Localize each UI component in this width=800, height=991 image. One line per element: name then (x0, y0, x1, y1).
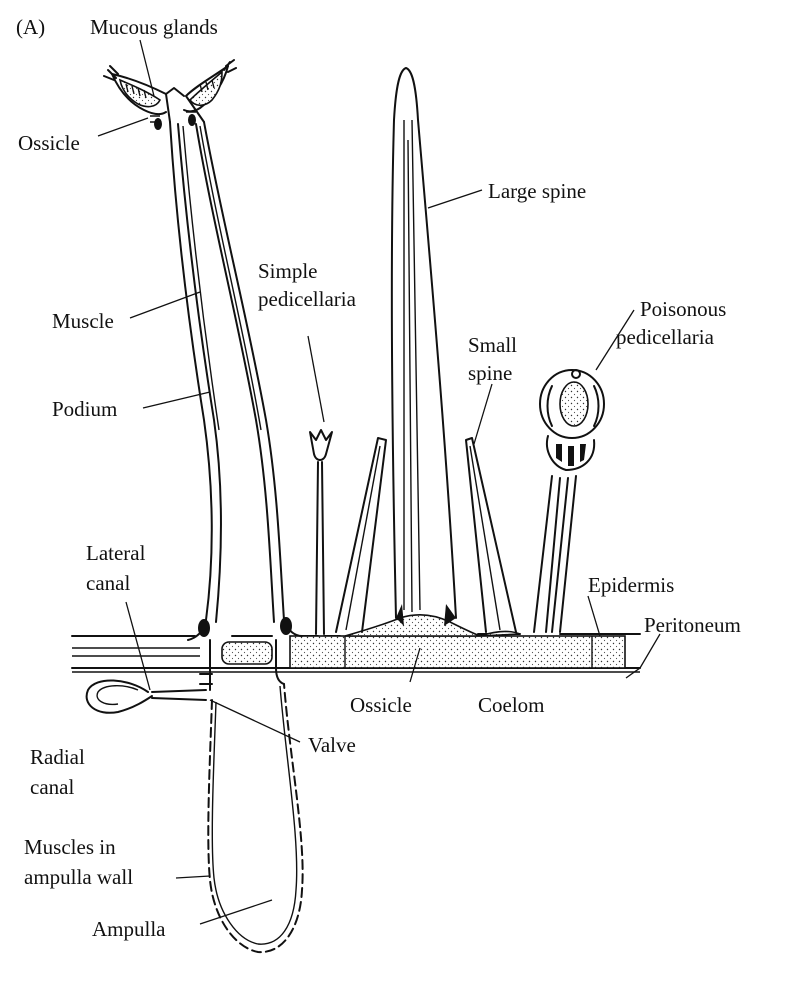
label-muscles-ampulla-1: Muscles in (24, 835, 116, 859)
radial-canal (85, 673, 213, 714)
small-ossicle-plate (221, 641, 273, 665)
poisonous-pedicellaria (533, 369, 605, 633)
label-ossicle-bottom: Ossicle (350, 693, 412, 717)
label-ossicle-top: Ossicle (18, 131, 80, 155)
labels: (A) Mucous glands Ossicle Muscle Podium … (16, 15, 741, 941)
label-podium: Podium (52, 397, 117, 421)
large-spine (390, 67, 457, 626)
label-lateral-canal-1: Lateral (86, 541, 146, 565)
label-mucous-glands: Mucous glands (90, 15, 218, 39)
label-poisonous-pedicellaria-2: pedicellaria (616, 325, 715, 349)
small-spines (335, 437, 517, 633)
label-muscles-ampulla-2: ampulla wall (24, 865, 133, 889)
label-peritoneum: Peritoneum (644, 613, 741, 637)
label-radial-canal-1: Radial (30, 745, 85, 769)
label-epidermis: Epidermis (588, 573, 674, 597)
label-ampulla: Ampulla (92, 917, 166, 941)
label-radial-canal-2: canal (30, 775, 74, 799)
label-simple-pedicellaria-1: Simple (258, 259, 318, 283)
label-valve: Valve (308, 733, 356, 757)
ampulla (207, 683, 304, 954)
label-poisonous-pedicellaria-1: Poisonous (640, 297, 726, 321)
label-coelom: Coelom (478, 693, 545, 717)
label-simple-pedicellaria-2: pedicellaria (258, 287, 357, 311)
label-small-spine-1: Small (468, 333, 517, 357)
body-wall (71, 614, 641, 673)
label-large-spine: Large spine (488, 179, 586, 203)
label-muscle: Muscle (52, 309, 114, 333)
leader-lines (97, 39, 661, 925)
podium (169, 121, 303, 691)
label-small-spine-2: spine (468, 361, 512, 385)
podium-tip (103, 59, 237, 130)
dermis-stipple (289, 635, 626, 669)
simple-pedicellaria (309, 429, 333, 635)
panel-label: (A) (16, 15, 45, 39)
label-lateral-canal-2: canal (86, 571, 130, 595)
